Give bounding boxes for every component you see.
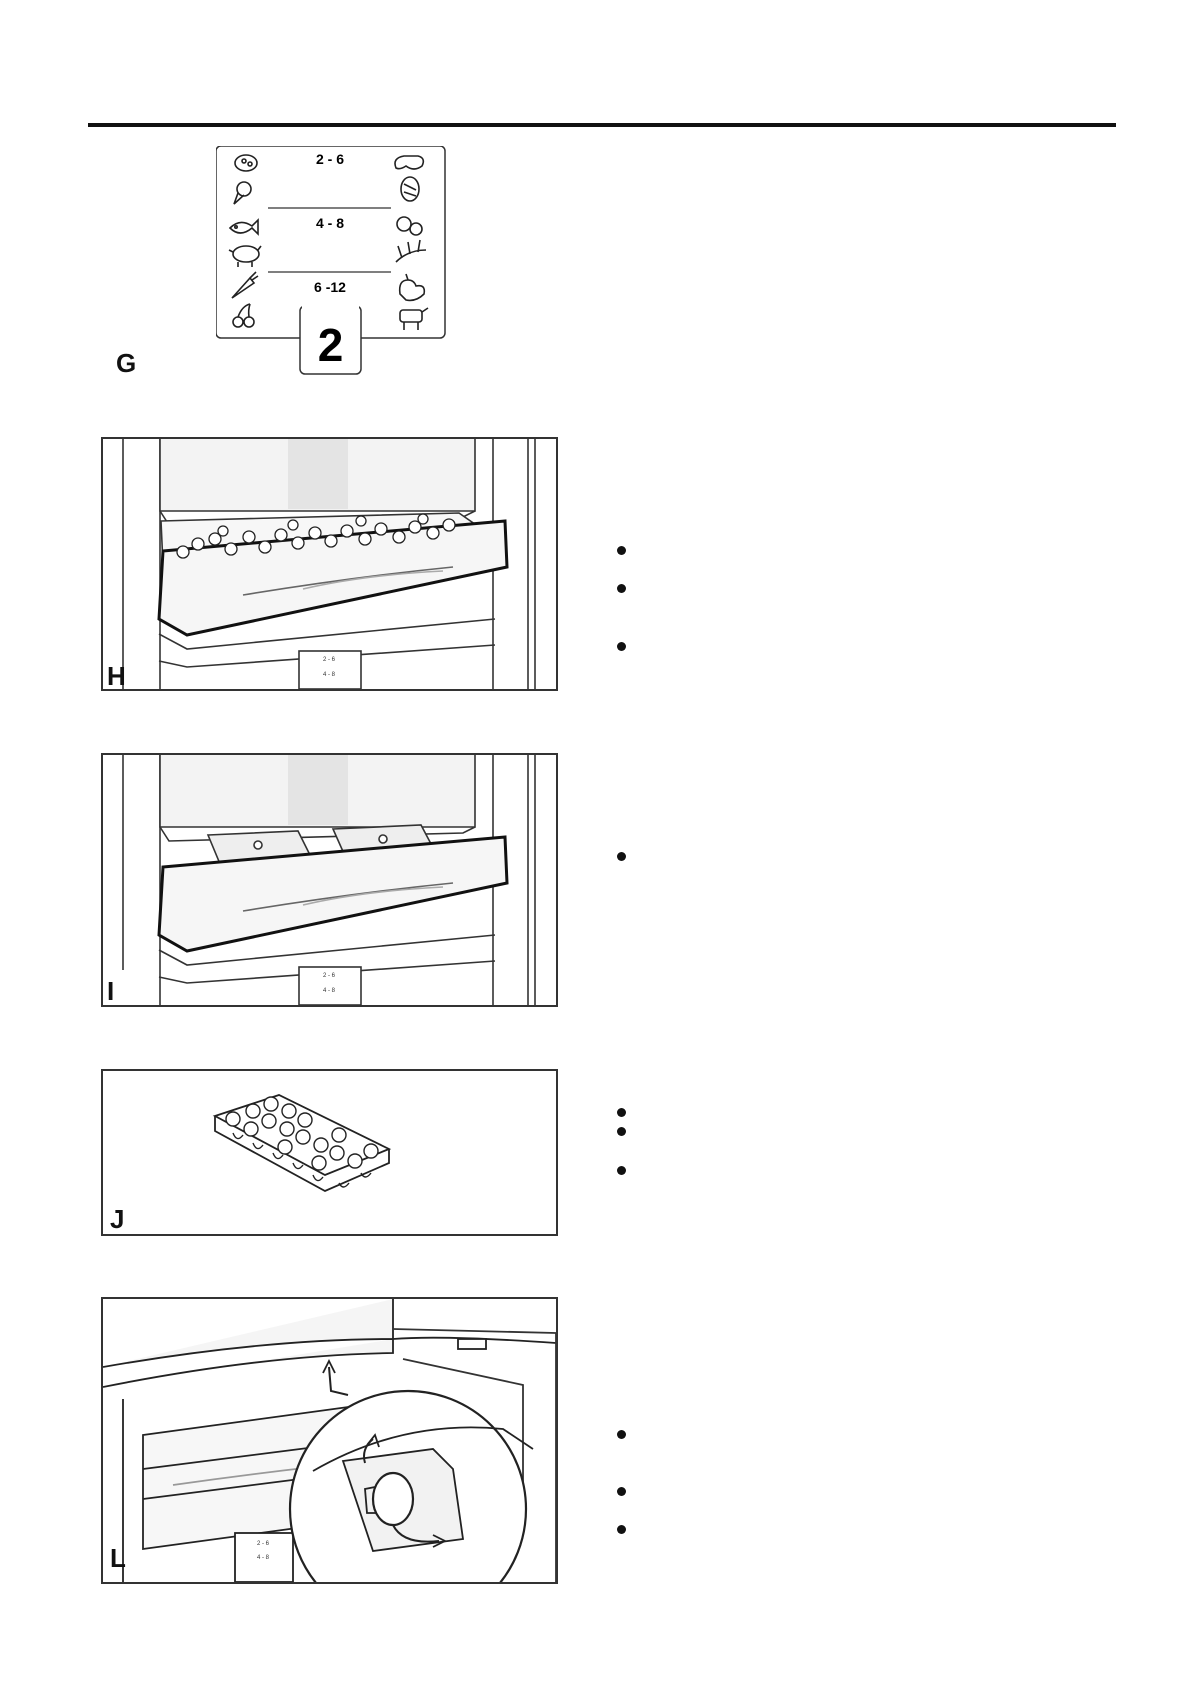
figure-label-i: I [107, 976, 115, 1006]
bullet-h-2 [617, 584, 626, 593]
mini-panel-range-1: 2 - 6 [323, 657, 336, 663]
ice-cream-icon [233, 181, 252, 205]
header-rule [88, 123, 1116, 127]
range-label-middle: 4 - 8 [316, 215, 344, 231]
bullet-i-1 [617, 852, 626, 861]
pig-icon [228, 245, 262, 267]
range-label-top: 2 - 6 [316, 151, 344, 167]
bullet-j-3 [617, 1166, 626, 1175]
figure-l-illustration: 2 - 6 4 - 8 [101, 1297, 558, 1584]
cherry-icon [232, 303, 255, 328]
mini-panel-range-2: 4 - 8 [323, 672, 336, 678]
figure-label-j: J [110, 1204, 125, 1234]
fish-icon [228, 218, 259, 236]
compartment-number: 2 [318, 319, 344, 371]
sausage-icon [394, 155, 425, 170]
bullet-h-1 [617, 546, 626, 555]
bullet-h-3 [617, 642, 626, 651]
cow-icon [399, 307, 429, 330]
figure-j-illustration [101, 1069, 558, 1236]
bullet-j-2 [617, 1127, 626, 1136]
figure-label-h: H [107, 661, 126, 691]
pizza-icon [234, 154, 258, 172]
bullet-l-3 [617, 1525, 626, 1534]
mini-panel-range-i-1: 2 - 6 [323, 973, 336, 979]
mini-panel-range-l-2: 4 - 8 [257, 1555, 270, 1561]
range-label-bottom: 6 -12 [314, 279, 346, 295]
storage-time-chart: 2 - 6 4 - 8 6 -12 2 [216, 146, 446, 375]
mini-panel-range-i-2: 4 - 8 [323, 988, 336, 994]
fruit-icon [396, 216, 423, 236]
figure-h-illustration: 2 - 6 4 - 8 [101, 437, 558, 691]
mini-panel-range-l-1: 2 - 6 [257, 1541, 270, 1547]
herbs-icon [395, 239, 427, 263]
bullet-l-1 [617, 1430, 626, 1439]
figure-label-l: L [110, 1543, 126, 1573]
bread-icon [400, 176, 420, 202]
figure-label-g: G [116, 348, 137, 378]
bullet-j-1 [617, 1108, 626, 1117]
carrot-icon [231, 271, 259, 299]
chicken-icon [398, 273, 426, 302]
figure-i-illustration: 2 - 6 4 - 8 [101, 753, 558, 1007]
bullet-l-2 [617, 1487, 626, 1496]
